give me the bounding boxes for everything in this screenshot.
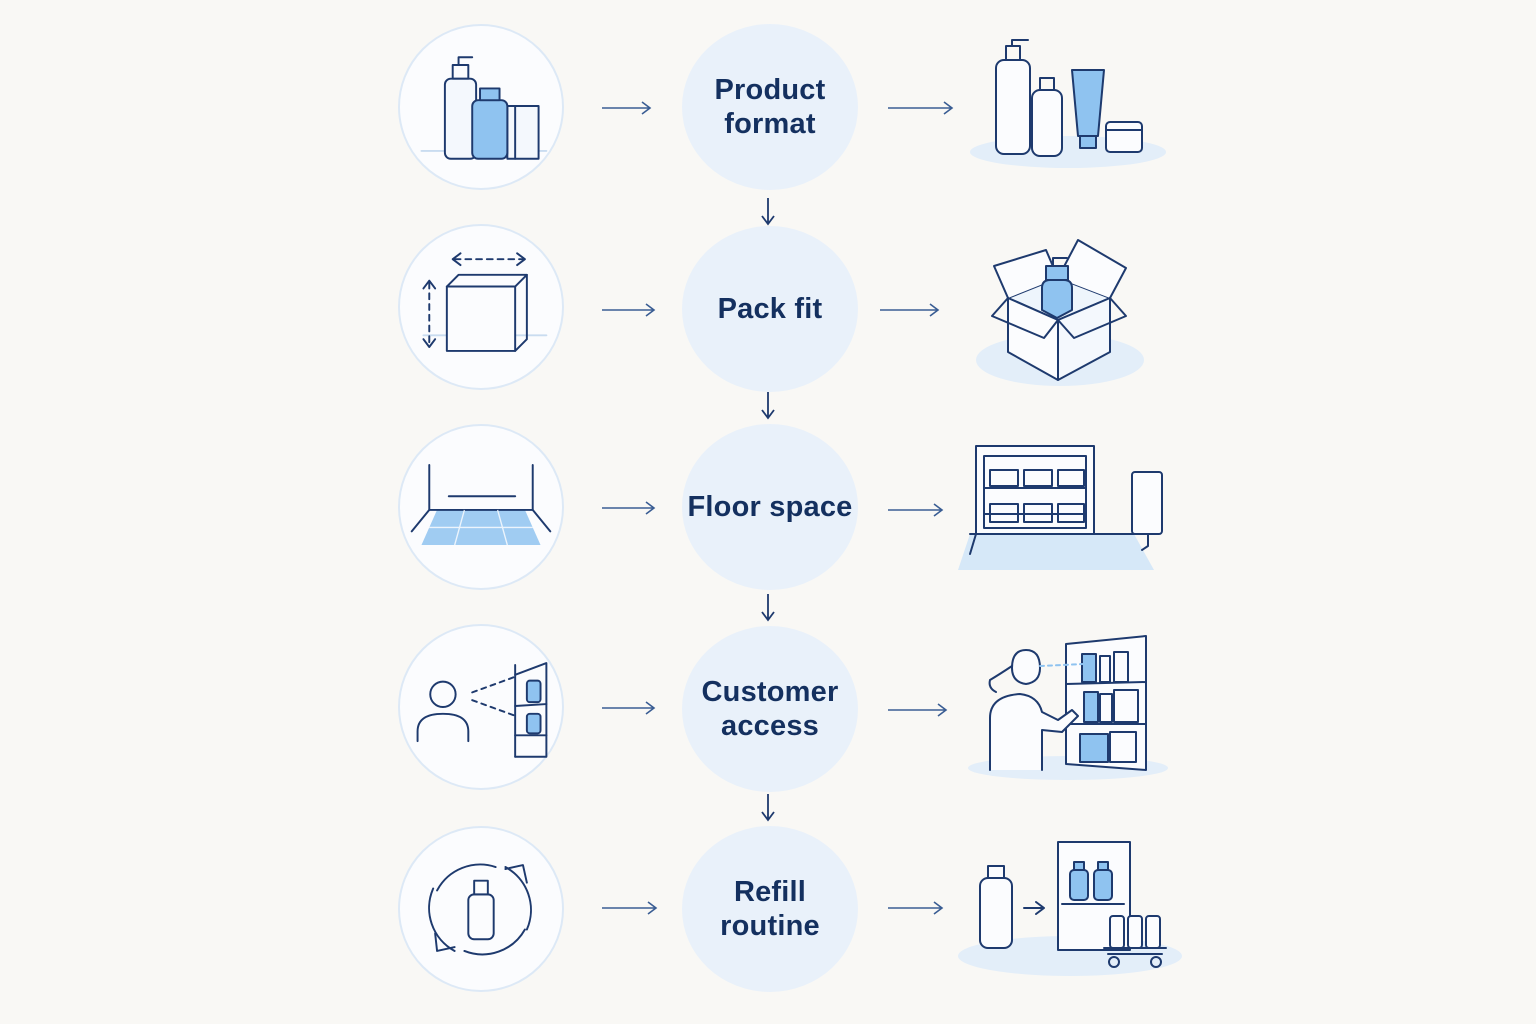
step-label: Product format bbox=[714, 74, 826, 140]
step-floor-space: Floor space bbox=[682, 424, 858, 590]
box-dimensions-icon bbox=[398, 224, 564, 390]
step-refill-routine: Refill routine bbox=[682, 826, 858, 992]
refill-cycle-icon bbox=[398, 826, 564, 992]
floor-area-icon bbox=[398, 424, 564, 590]
cosmetic-containers-scene bbox=[950, 20, 1190, 190]
down-arrow bbox=[761, 198, 775, 226]
step-label: Refill routine bbox=[720, 876, 820, 942]
right-arrow bbox=[602, 901, 658, 915]
store-shelving-scene bbox=[950, 430, 1190, 600]
right-arrow bbox=[602, 303, 656, 317]
step-pack-fit: Pack fit bbox=[682, 226, 858, 392]
step-customer-access: Customer access bbox=[682, 626, 858, 792]
right-arrow bbox=[888, 101, 954, 115]
right-arrow bbox=[880, 303, 940, 317]
customer-at-shelf-scene bbox=[950, 626, 1190, 796]
bottles-and-box-icon bbox=[398, 24, 564, 190]
right-arrow bbox=[888, 901, 944, 915]
step-label: Customer access bbox=[701, 676, 839, 742]
open-box-with-bottle-scene bbox=[950, 226, 1190, 396]
down-arrow bbox=[761, 392, 775, 420]
step-product-format: Product format bbox=[682, 24, 858, 190]
step-label: Pack fit bbox=[717, 293, 823, 325]
right-arrow bbox=[602, 501, 656, 515]
right-arrow bbox=[888, 503, 944, 517]
right-arrow bbox=[888, 703, 948, 717]
right-arrow bbox=[602, 701, 656, 715]
restock-cart-scene bbox=[950, 834, 1190, 1004]
right-arrow bbox=[602, 101, 652, 115]
down-arrow bbox=[761, 794, 775, 822]
step-label: Floor space bbox=[687, 491, 853, 523]
person-reaching-shelf-icon bbox=[398, 624, 564, 790]
down-arrow bbox=[761, 594, 775, 622]
